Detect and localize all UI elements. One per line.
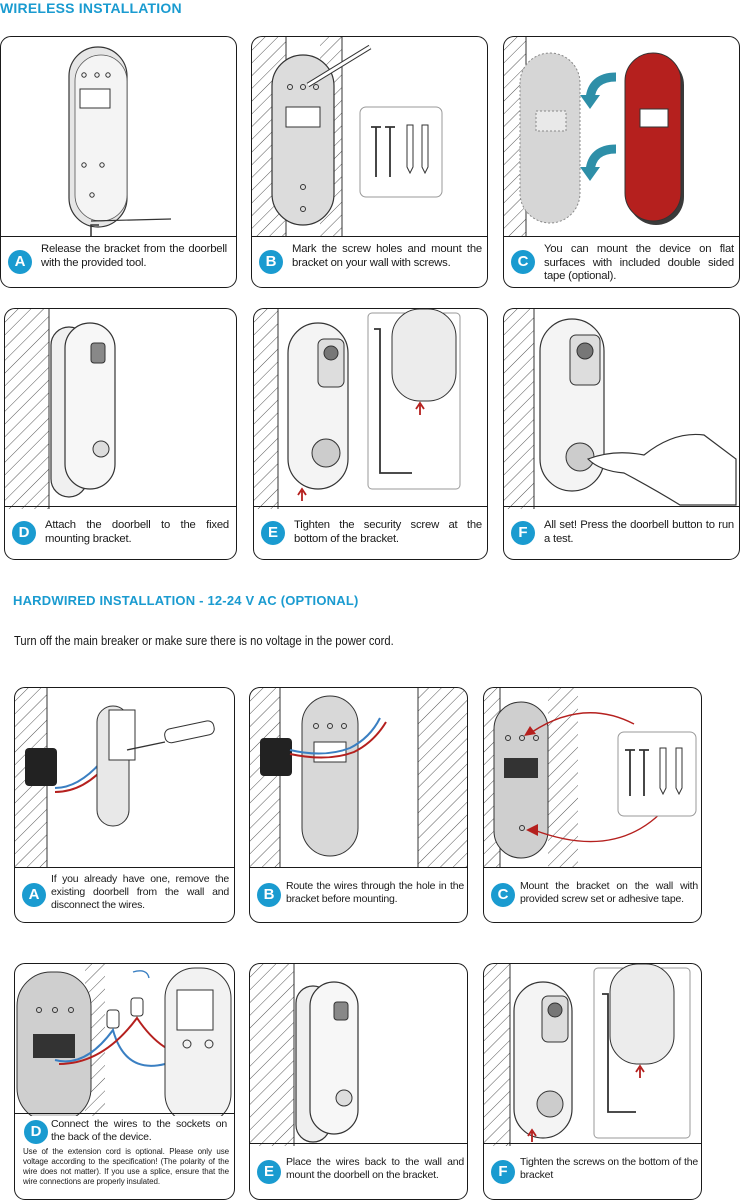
step-caption: Place the wires back to the wall and mou… (286, 1156, 464, 1181)
step-badge-d: D (24, 1120, 48, 1144)
hardwired-step-a-illustration (15, 688, 234, 868)
hardwired-step-b-illustration (250, 688, 467, 868)
doorbell-front-icon (539, 318, 605, 492)
hardwired-step-e-illustration (250, 964, 467, 1146)
bracket-icon (96, 705, 136, 827)
step-badge-a: A (22, 883, 46, 907)
wire-connector-icon (106, 970, 150, 1029)
step-caption: You can mount the device on flat surface… (544, 243, 734, 282)
wireless-step-a-illustration (1, 37, 236, 237)
step-badge-c: C (511, 250, 535, 274)
step-badge-f: F (491, 1160, 515, 1184)
screws-and-anchors-icon (617, 731, 697, 817)
bracket-icon (301, 695, 359, 857)
hardwired-step-a-panel: A If you already have one, remove the ex… (14, 687, 235, 923)
finger-press-icon (586, 433, 737, 506)
hardwired-step-f-illustration (484, 964, 701, 1146)
step-badge-d: D (12, 521, 36, 545)
step-caption: Mount the bracket on the wall with provi… (520, 880, 698, 905)
step-caption: Connect the wires to the sockets on the … (51, 1118, 227, 1143)
doorbell-side-icon (295, 981, 359, 1143)
step-caption: If you already have one, remove the exis… (51, 873, 229, 911)
wireless-step-b-panel: B Mark the screw holes and mount the bra… (251, 36, 488, 288)
wireless-step-e-illustration (254, 309, 487, 509)
doorbell-back-icon (164, 967, 232, 1116)
step-badge-f: F (511, 521, 535, 545)
step-badge-c: C (491, 883, 515, 907)
wireless-step-b-illustration (252, 37, 487, 237)
step-caption: Attach the doorbell to the fixed mountin… (45, 519, 229, 545)
wireless-step-d-illustration (5, 309, 236, 509)
wireless-step-c-illustration (504, 37, 739, 237)
step-badge-e: E (261, 521, 285, 545)
hardwired-intro-text: Turn off the main breaker or make sure t… (14, 633, 394, 648)
hardwired-step-d-note: Use of the extension cord is optional. P… (23, 1147, 229, 1186)
wireless-step-c-panel: C You can mount the device on flat surfa… (503, 36, 740, 288)
wires-icon (289, 717, 387, 759)
wireless-step-a-panel: A Release the bracket from the doorbell … (0, 36, 237, 288)
adhesive-tape-icon (519, 52, 581, 224)
step-badge-b: B (259, 250, 283, 274)
old-doorbell-icon (25, 748, 57, 786)
doorbell-front-icon (513, 981, 573, 1142)
step-caption: All set! Press the doorbell button to ru… (544, 519, 734, 545)
wireless-section-title: WIRELESS INSTALLATION (0, 0, 182, 16)
step-badge-a: A (8, 250, 32, 274)
old-doorbell-icon (260, 738, 292, 776)
pencil-icon (306, 44, 372, 88)
wireless-step-f-panel: F All set! Press the doorbell button to … (503, 308, 740, 560)
hardwired-step-e-panel: E Place the wires back to the wall and m… (249, 963, 468, 1200)
step-badge-e: E (257, 1160, 281, 1184)
step-caption: Mark the screw holes and mount the brack… (292, 243, 482, 269)
hardwired-step-d-panel: D Connect the wires to the sockets on th… (14, 963, 235, 1200)
step-caption: Tighten the security screw at the bottom… (294, 519, 482, 545)
step-caption: Tighten the screws on the bottom of the … (520, 1156, 698, 1181)
hardwired-step-c-panel: C Mount the bracket on the wall with pro… (483, 687, 702, 923)
wireless-step-f-illustration (504, 309, 739, 509)
wireless-step-e-panel: E Tighten the security screw at the bott… (253, 308, 488, 560)
screws-and-anchors-icon (359, 106, 443, 198)
security-screw-inset-icon (367, 309, 461, 490)
step-badge-b: B (257, 883, 281, 907)
hardwired-step-d-illustration (15, 964, 234, 1116)
doorbell-bracket-back-icon (68, 46, 128, 228)
hardwired-step-c-illustration (484, 688, 701, 868)
security-screw-inset-icon (593, 964, 691, 1139)
hardwired-section-title: HARDWIRED INSTALLATION - 12-24 V AC (OPT… (13, 593, 359, 608)
curved-arrow-icon (580, 72, 617, 181)
bracket-icon (493, 701, 549, 859)
allen-key-tool-icon (90, 218, 172, 237)
screwdriver-icon (126, 720, 215, 751)
red-tape-bracket-icon (624, 52, 684, 225)
step-caption: Route the wires through the hole in the … (286, 880, 464, 905)
step-caption: Release the bracket from the doorbell wi… (41, 243, 227, 269)
bracket-icon (16, 971, 92, 1116)
doorbell-front-icon (287, 322, 349, 501)
bracket-icon (271, 54, 335, 226)
hardwired-step-f-panel: F Tighten the screws on the bottom of th… (483, 963, 702, 1200)
doorbell-side-icon (50, 322, 116, 498)
hardwired-step-b-panel: B Route the wires through the hole in th… (249, 687, 468, 923)
wireless-step-d-panel: D Attach the doorbell to the fixed mount… (4, 308, 237, 560)
